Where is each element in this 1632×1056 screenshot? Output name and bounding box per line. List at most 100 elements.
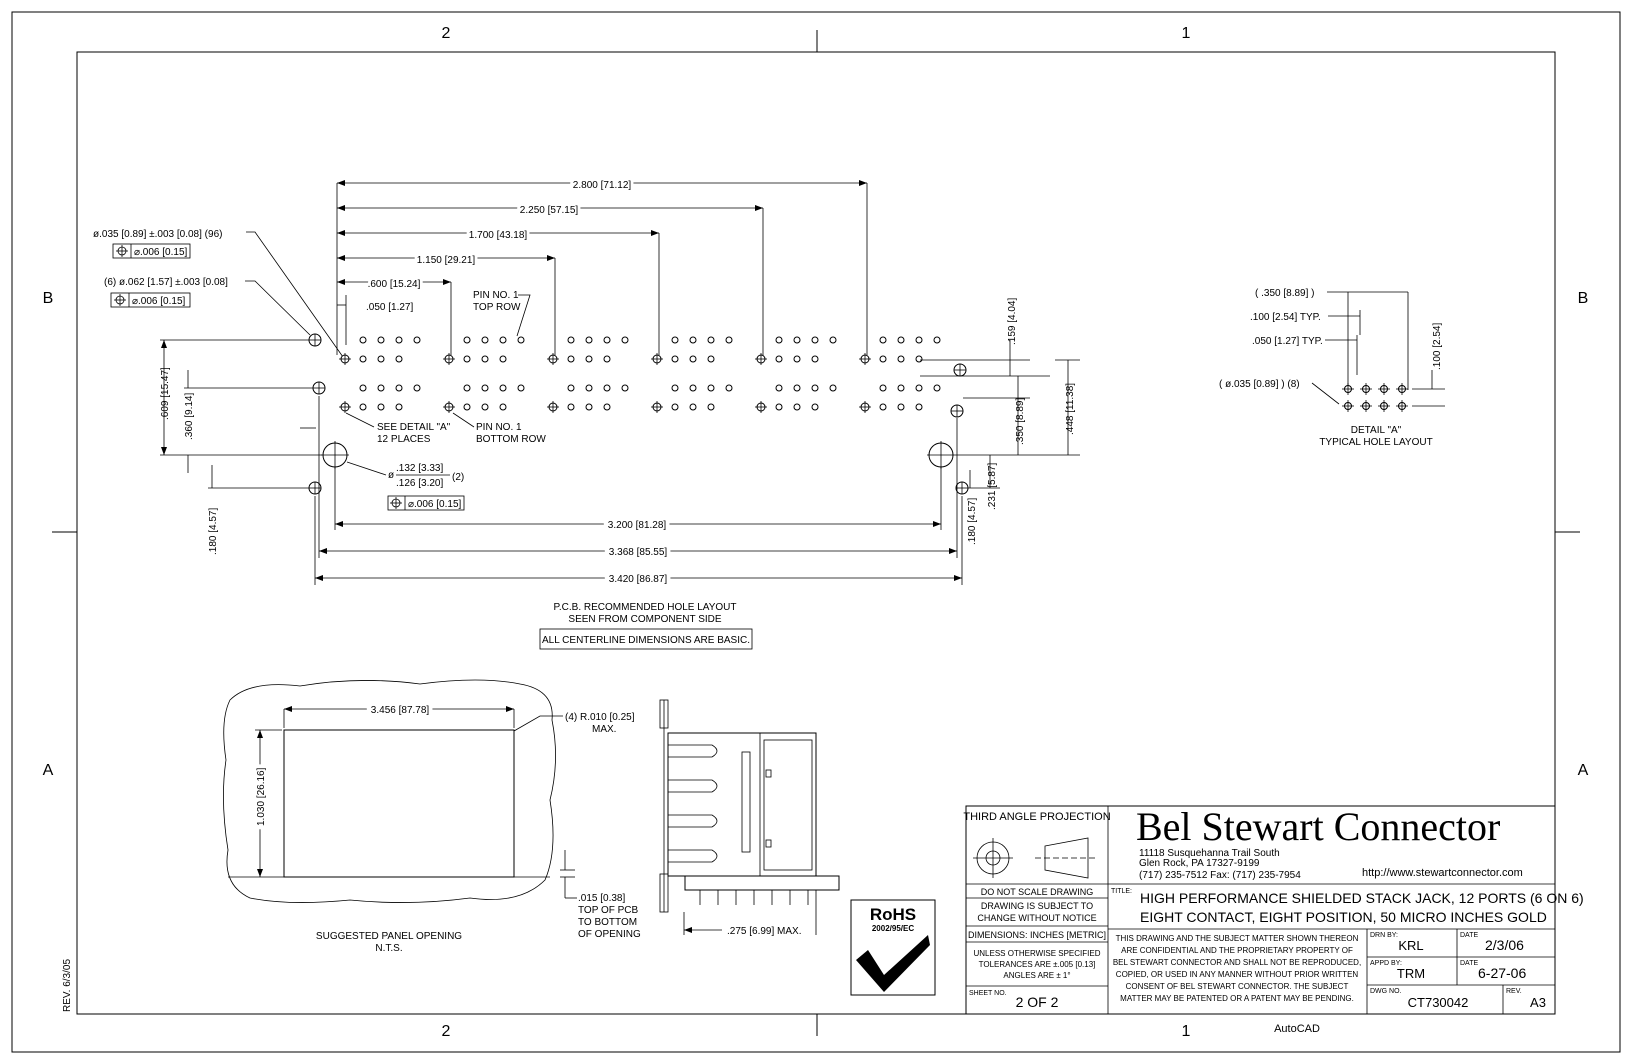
pin1-top-label-2: TOP ROW [473, 302, 521, 313]
dim-0159: .159 [4.04] [1007, 298, 1018, 345]
zone-label-left-a: A [43, 762, 54, 779]
position-tolerance-3: ⌀.006 [0.15] [408, 499, 462, 510]
pcb-note-1: .015 [0.38] [578, 893, 625, 904]
pcb-hole [793, 384, 801, 392]
drawn-by: KRL [1398, 938, 1423, 953]
detail-caption-1: DETAIL "A" [1351, 425, 1402, 436]
pcb-hole [359, 336, 367, 344]
title-label: TITLE: [1111, 888, 1132, 895]
pcb-hole [897, 355, 905, 363]
note-tolerance-1: UNLESS OTHERWISE SPECIFIED [974, 949, 1101, 958]
pcb-note-2: TOP OF PCB [578, 905, 639, 916]
pcb-hole [775, 336, 783, 344]
title-block: THIRD ANGLE PROJECTION Bel Stewart Conne… [963, 804, 1584, 1015]
confidential-1: THIS DRAWING AND THE SUBJECT MATTER SHOW… [1116, 934, 1359, 943]
pcb-hole [707, 403, 715, 411]
pcb-hole [879, 384, 887, 392]
pcb-note-4: OF OPENING [578, 929, 641, 940]
see-detail-label-1: SEE DETAIL "A" [377, 422, 451, 433]
date-approved: 6-27-06 [1478, 965, 1526, 981]
approved-by-label: APPD BY: [1370, 960, 1402, 967]
pcb-note-3: TO BOTTOM [578, 917, 637, 928]
panel-opening: 3.456 [87.78] 1.030 [26.16] (4) R.010 [0… [223, 679, 641, 954]
sheet-no-label: SHEET NO. [969, 990, 1007, 997]
pin1-top-label-1: PIN NO. 1 [473, 290, 519, 301]
pcb-hole [395, 336, 403, 344]
pcb-hole [725, 336, 733, 344]
pcb-hole [829, 336, 837, 344]
confidential-6: MATTER MAY BE PATENTED OR A PATENT MAY B… [1120, 994, 1354, 1003]
big-hole-size-min: .126 [3.20] [396, 478, 443, 489]
pcb-hole [621, 336, 629, 344]
zone-label-bottom-2: 2 [442, 1023, 451, 1040]
outer-border [11, 11, 1621, 1053]
drawing-number: CT730042 [1408, 995, 1469, 1010]
pcb-hole [671, 403, 679, 411]
big-hole-qty: (2) [452, 472, 464, 483]
pcb-hole [395, 403, 403, 411]
projection-label: THIRD ANGLE PROJECTION [963, 811, 1110, 823]
pcb-hole [879, 336, 887, 344]
revision-note: REV. 6/3/05 [62, 959, 73, 1012]
panel-height-dim: 1.030 [26.16] [256, 767, 267, 826]
pcb-hole [499, 384, 507, 392]
pcb-hole [689, 355, 697, 363]
pcb-hole [671, 384, 679, 392]
confidential-5: CONSENT OF BEL STEWART CONNECTOR. THE SU… [1126, 982, 1349, 991]
zone-label-left-b: B [43, 290, 54, 307]
pcb-hole [499, 403, 507, 411]
pcb-hole [671, 355, 679, 363]
pcb-hole [585, 384, 593, 392]
detail-dim-vertical: .100 [2.54] [1432, 323, 1443, 370]
pcb-hole [793, 355, 801, 363]
hole-callout-096: ø.035 [0.89] ±.003 [0.08] (96) [93, 229, 222, 240]
pcb-hole [585, 403, 593, 411]
drawing-title-1: HIGH PERFORMANCE SHIELDED STACK JACK, 12… [1140, 890, 1584, 906]
pcb-hole [811, 336, 819, 344]
dim-0350: .350 [8.89] [1015, 398, 1026, 445]
address-line-1: 11118 Susquehanna Trail South [1139, 848, 1280, 859]
pcb-hole [377, 403, 385, 411]
pcb-hole [567, 403, 575, 411]
note-subject-2: CHANGE WITHOUT NOTICE [977, 913, 1096, 923]
pin1-bottom-label-2: BOTTOM ROW [476, 434, 546, 445]
pcb-hole [359, 403, 367, 411]
pcb-hole [897, 384, 905, 392]
pcb-hole [463, 384, 471, 392]
confidential-4: COPIED, OR USED IN ANY MANNER WITHOUT PR… [1116, 970, 1359, 979]
website-url: http://www.stewartconnector.com [1362, 867, 1523, 879]
detail-caption-2: TYPICAL HOLE LAYOUT [1319, 437, 1432, 448]
pcb-hole [775, 355, 783, 363]
panel-width-dim: 3.456 [87.78] [371, 705, 430, 716]
pcb-hole [517, 336, 525, 344]
dim-2250: 2.250 [57.15] [520, 205, 579, 216]
pcb-hole [879, 355, 887, 363]
pcb-hole [811, 403, 819, 411]
pcb-hole [463, 403, 471, 411]
dim-0609: .609 [15.47] [160, 367, 171, 420]
pcb-hole [775, 403, 783, 411]
pcb-hole [413, 336, 421, 344]
pcb-hole [933, 336, 941, 344]
dwg-no-label: DWG NO. [1370, 988, 1402, 995]
pcb-caption-1: P.C.B. RECOMMENDED HOLE LAYOUT [554, 602, 737, 613]
pcb-hole [481, 384, 489, 392]
pcb-hole [395, 384, 403, 392]
pcb-hole [793, 403, 801, 411]
pcb-hole [603, 384, 611, 392]
pcb-hole [897, 403, 905, 411]
hole-grid [339, 336, 941, 413]
pcb-hole [915, 403, 923, 411]
pcb-hole [359, 355, 367, 363]
date-label-1: DATE [1460, 932, 1478, 939]
pcb-hole [567, 384, 575, 392]
pcb-hole [481, 355, 489, 363]
panel-radius-2: MAX. [592, 724, 616, 735]
rohs-logo: RoHS 2002/95/EC [850, 899, 936, 996]
pcb-hole [689, 336, 697, 344]
address-line-3: (717) 235-7512 Fax: (717) 235-7954 [1139, 870, 1301, 881]
panel-radius-1: (4) R.010 [0.25] [565, 712, 635, 723]
pcb-hole [517, 384, 525, 392]
dim-0180-right: .180 [4.57] [967, 498, 978, 545]
pcb-hole [671, 336, 679, 344]
